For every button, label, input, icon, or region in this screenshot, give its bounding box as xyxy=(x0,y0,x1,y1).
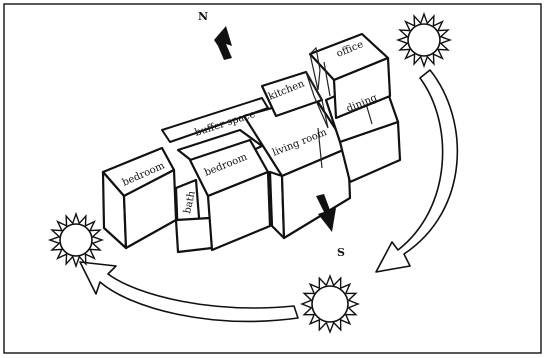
sun-path-arrow-icon xyxy=(79,261,299,323)
north-arrow-icon xyxy=(214,26,232,60)
south-label: S xyxy=(337,246,345,259)
bath-front xyxy=(174,216,214,254)
north-label: N xyxy=(198,10,208,23)
sun-icon xyxy=(47,211,105,269)
sun-path-arrow-icon xyxy=(375,69,459,273)
bedroom-middle-wall xyxy=(206,170,272,252)
sun-icon xyxy=(395,11,453,69)
office-wall xyxy=(332,56,392,120)
suns-group xyxy=(47,11,453,334)
sun-icon xyxy=(300,274,360,334)
frame-border xyxy=(3,3,542,354)
south-arrow-icon xyxy=(316,194,336,232)
house xyxy=(101,32,402,254)
living-room-wall-front xyxy=(280,146,352,240)
bath-label: bath xyxy=(182,189,198,214)
dining-wall xyxy=(338,120,402,184)
